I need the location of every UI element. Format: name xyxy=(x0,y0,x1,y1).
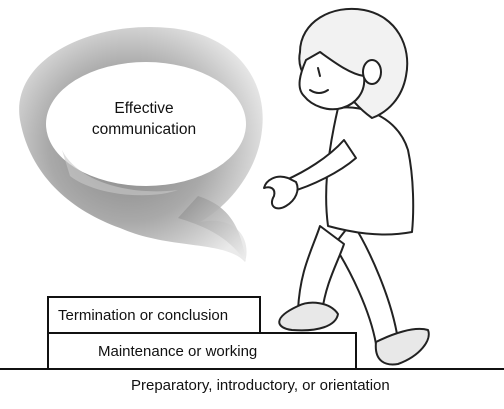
step-label-preparatory: Preparatory, introductory, or orientatio… xyxy=(131,377,390,394)
step-middle-block xyxy=(47,332,357,370)
step-label-termination: Termination or conclusion xyxy=(58,307,229,324)
person-climbing xyxy=(263,7,430,366)
person-back-leg xyxy=(333,221,399,345)
person-front-shoe xyxy=(278,301,339,332)
spiral-inner-white xyxy=(46,62,246,186)
bubble-line-1: Effective xyxy=(114,100,174,117)
person-hand xyxy=(263,175,299,210)
step-bottom-block xyxy=(0,368,504,409)
person-back-shoe xyxy=(374,328,430,366)
bubble-text: Effective communication xyxy=(80,98,208,140)
spiral-inner-shade xyxy=(62,150,178,196)
staircase xyxy=(0,296,504,409)
person-face xyxy=(298,51,366,111)
person-ear xyxy=(362,59,382,85)
person-front-leg xyxy=(297,225,345,313)
person-mouth xyxy=(309,89,329,94)
spiral-speech-bubble xyxy=(19,26,263,262)
spiral-tail xyxy=(178,196,246,262)
bubble-line-2: communication xyxy=(91,121,197,138)
step-label-maintenance: Maintenance or working xyxy=(98,343,258,360)
person-torso xyxy=(325,106,415,236)
person-eye xyxy=(317,67,321,77)
step-top-block xyxy=(47,296,261,334)
